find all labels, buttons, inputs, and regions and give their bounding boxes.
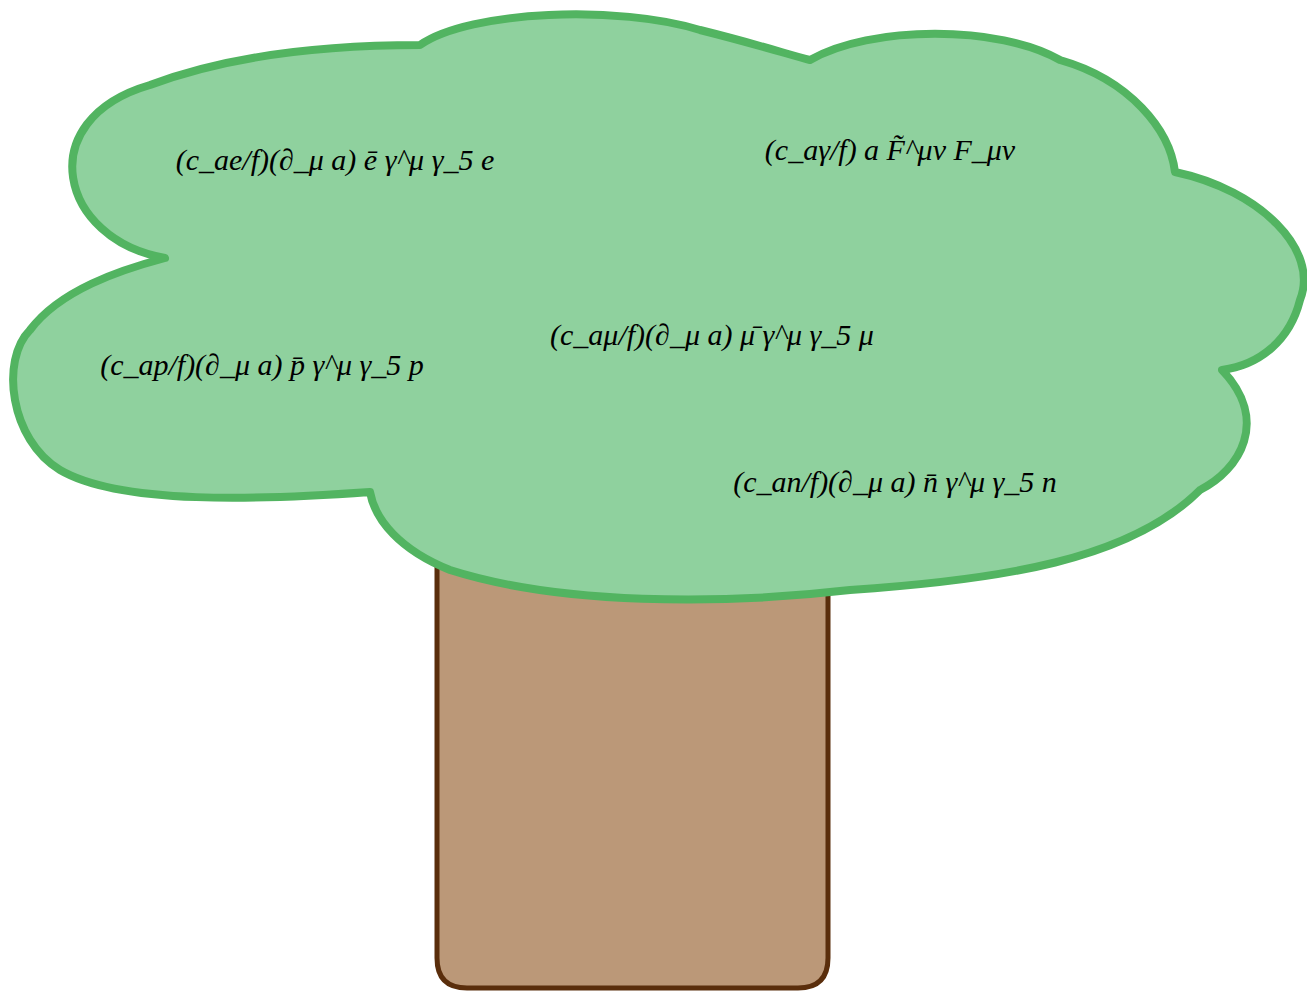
trunk-shape (437, 540, 828, 988)
formula: (c_ae/f)(∂_μ a) ē γ^μ γ_5 e (176, 142, 495, 178)
formula: (c_aμ/f)(∂_μ a) μ̄ γ^μ γ_5 μ (550, 317, 874, 353)
formula: (c_ap/f)(∂_μ a) p̄ γ^μ γ_5 p (100, 347, 424, 383)
formula: (c_aγ/f) a F̃^μν F_μν (765, 132, 1015, 168)
canopy-outline (0, 0, 1307, 620)
tree-canopy: (c_ae/f)(∂_μ a) ē γ^μ γ_5 e (c_aγ/f) a F̃… (0, 0, 1307, 620)
formula: (c_an/f)(∂_μ a) n̄ γ^μ γ_5 n (733, 464, 1057, 500)
cloud-shape (13, 14, 1304, 599)
